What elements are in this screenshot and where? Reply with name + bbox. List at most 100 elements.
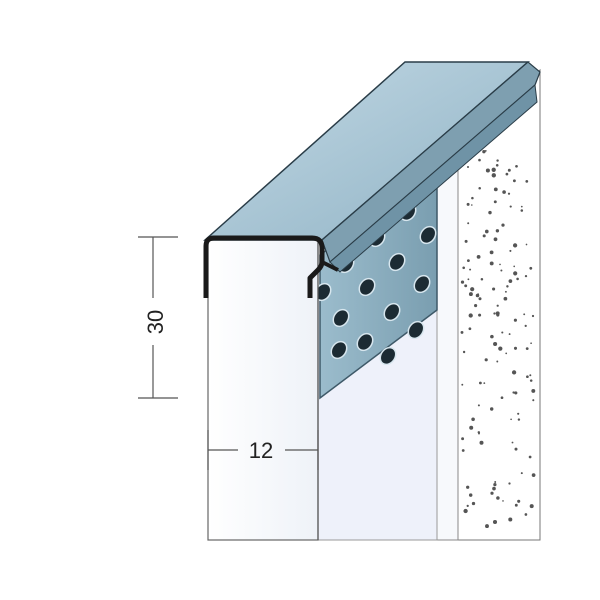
wall-speckle <box>508 482 511 485</box>
wall-speckle <box>529 504 534 509</box>
perforation-hole <box>413 274 431 294</box>
wall-speckle <box>478 313 482 317</box>
wall-speckle <box>462 266 466 270</box>
perforation-hole <box>388 252 406 272</box>
height-dimension: 30 <box>138 236 178 399</box>
wall-speckle <box>512 391 515 394</box>
wall-speckle <box>508 279 513 283</box>
wall-speckle <box>461 383 464 386</box>
wall-speckle <box>466 202 470 206</box>
wall-speckle <box>490 334 494 339</box>
wall-speckle <box>525 347 529 350</box>
wall-speckle <box>492 486 496 491</box>
wall-texture <box>460 138 536 529</box>
wall-speckle <box>464 239 468 243</box>
wall-speckle <box>520 472 523 475</box>
wall-speckle <box>529 374 532 377</box>
wall-speckle <box>490 491 494 495</box>
perforation-hole <box>358 277 376 297</box>
wall-speckle <box>528 455 532 459</box>
wall-speckle <box>514 503 518 507</box>
wall-speckle <box>494 481 497 483</box>
wall-speckle <box>507 192 511 195</box>
profile-front-face <box>207 239 319 541</box>
wall-speckle <box>504 290 507 293</box>
wall-speckle <box>480 278 484 281</box>
wall-speckle <box>524 513 528 516</box>
perforation-hole <box>383 302 401 322</box>
height-dimension-label: 30 <box>143 310 168 334</box>
wall-speckle <box>478 297 482 301</box>
width-dimension: 12 <box>207 430 319 470</box>
wall-speckle <box>517 418 521 421</box>
wall-speckle <box>461 437 465 441</box>
wall-speckle <box>513 271 518 276</box>
wall-speckle <box>485 168 490 173</box>
wall-speckle <box>512 179 516 183</box>
wall-speckle <box>506 285 509 288</box>
wall-speckle <box>470 287 475 292</box>
wall-speckle <box>509 249 512 252</box>
wall-speckle <box>477 293 479 295</box>
wall-speckle <box>489 407 494 411</box>
wall-speckle <box>531 314 535 318</box>
perforation-hole <box>419 225 437 245</box>
wall-speckle <box>517 412 520 415</box>
wall-speckle <box>477 431 481 434</box>
wall-speckle <box>499 263 501 266</box>
wall-speckle <box>484 150 487 152</box>
wall-speckle <box>493 312 496 315</box>
wall-speckle <box>517 499 521 503</box>
wall-speckle <box>482 234 486 238</box>
wall-speckle <box>484 229 489 234</box>
wall-speckle <box>507 168 511 172</box>
wall-speckle <box>495 164 499 167</box>
wall-speckle <box>464 284 468 288</box>
wall-speckle <box>511 441 514 444</box>
perforation-hole <box>330 340 348 360</box>
wall-speckle <box>491 167 496 172</box>
wall-speckle <box>478 158 481 162</box>
wall-speckle <box>524 324 527 328</box>
wall-speckle <box>463 508 468 514</box>
wall-speckle <box>489 250 494 255</box>
perforation-hole <box>407 320 425 340</box>
wall-speckle <box>493 200 497 204</box>
wall-speckle <box>502 190 506 194</box>
wall-speckle <box>471 204 473 206</box>
wall-speckle <box>474 304 478 308</box>
wall-speckle <box>520 209 524 212</box>
wall-speckle <box>514 447 518 451</box>
wall-speckle <box>513 318 517 322</box>
wall-speckle <box>511 370 517 375</box>
perforation-hole <box>332 308 350 328</box>
wall-speckle <box>508 333 511 336</box>
wall-speckle <box>467 222 470 225</box>
wall-speckle <box>514 391 518 395</box>
perforation-hole <box>356 332 374 352</box>
wall-speckle <box>496 313 500 317</box>
wall-speckle <box>515 164 518 168</box>
wall-speckle <box>471 196 474 200</box>
wall-speckle <box>466 165 470 169</box>
wall-speckle <box>501 331 504 334</box>
wall-speckle <box>531 388 536 393</box>
wall-speckle <box>498 346 503 351</box>
profile-top-surface <box>203 61 541 273</box>
wall-speckle <box>532 399 535 402</box>
wall-speckle <box>478 186 481 190</box>
wall-speckle <box>471 417 475 422</box>
wall-speckle <box>460 330 464 334</box>
wall-speckle <box>484 358 488 362</box>
wall-speckle <box>468 292 473 297</box>
wall-speckle <box>477 404 480 407</box>
wall-speckle <box>495 229 500 233</box>
wall-speckle <box>520 205 523 208</box>
wall-speckle <box>482 150 486 154</box>
wall-speckle <box>496 304 499 307</box>
wall-speckle <box>510 418 512 421</box>
wall-speckle <box>496 360 499 363</box>
wall-speckle <box>529 266 533 270</box>
